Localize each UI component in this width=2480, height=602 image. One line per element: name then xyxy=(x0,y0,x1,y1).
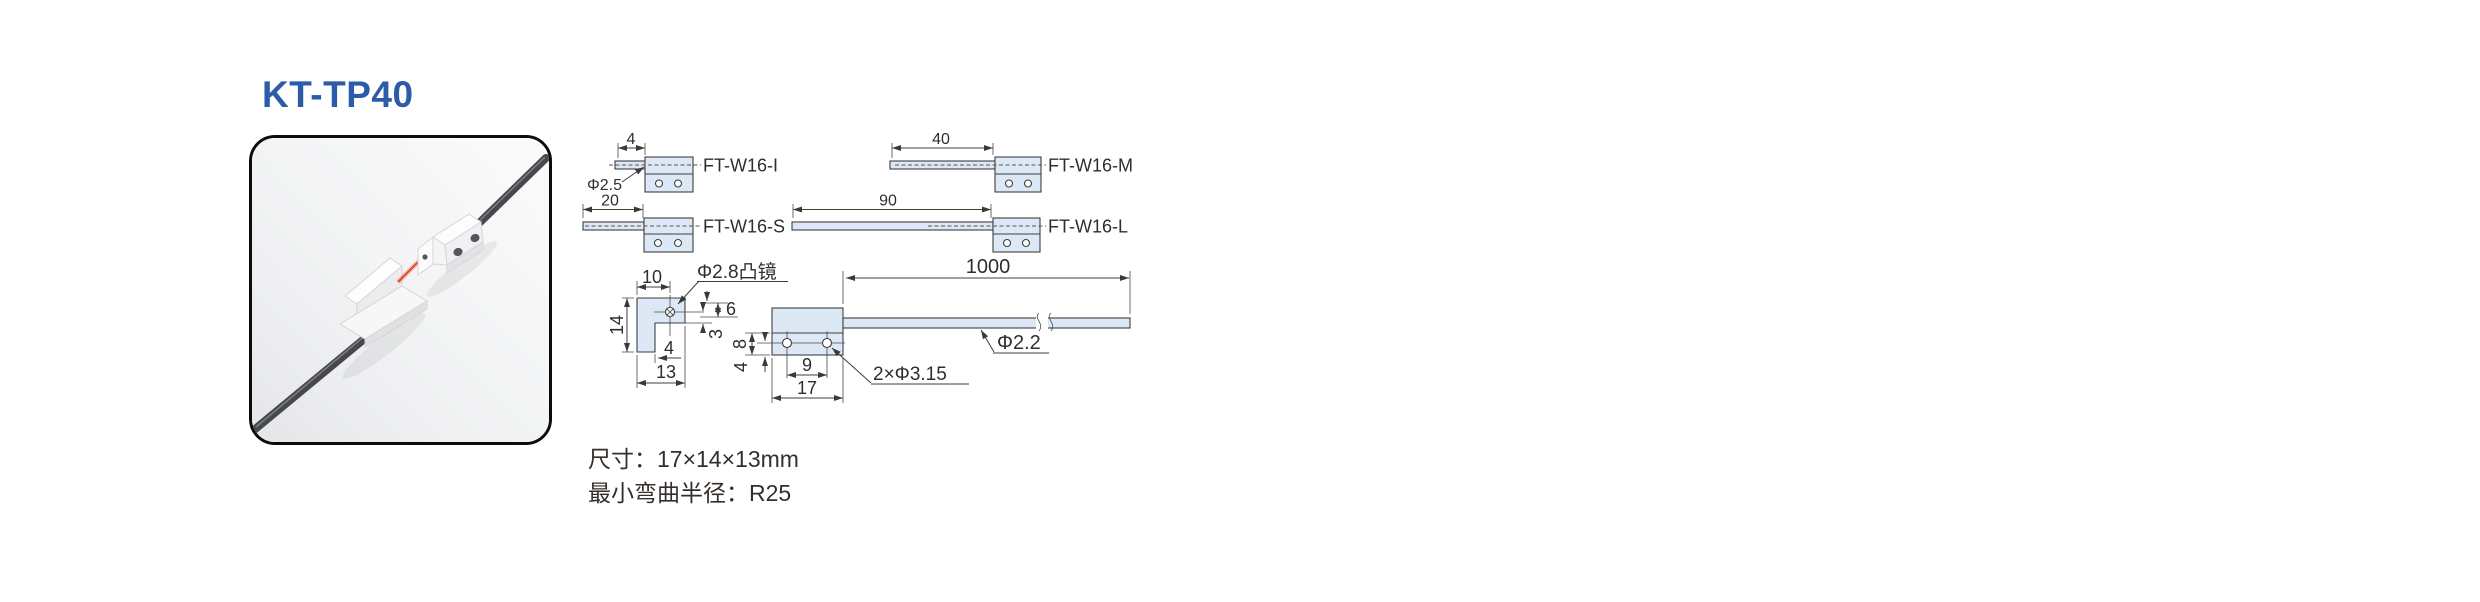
dimension-drawing: 4 FT-W16-I Φ2.5 40 FT-W16-M 20 xyxy=(582,131,1133,403)
dim-tip-l: 90 xyxy=(879,193,897,210)
dim-tip-m: 40 xyxy=(932,131,950,148)
holes-label: 2×Φ3.15 xyxy=(873,364,947,385)
dim-hole-pitch: 9 xyxy=(802,355,812,375)
dim-lens-step: 3 xyxy=(706,329,726,339)
laser-beam xyxy=(396,257,423,284)
variant-label-m: FT-W16-M xyxy=(1048,156,1133,176)
dim-height: 14 xyxy=(607,315,627,335)
variant-ft-w16-m: 40 FT-W16-M xyxy=(889,131,1133,193)
right-bracket-shadow xyxy=(426,241,498,297)
variant-ft-w16-i: 4 FT-W16-I Φ2.5 xyxy=(587,131,778,194)
dim-top-width: 10 xyxy=(642,267,662,287)
dim-tip-i: 4 xyxy=(627,131,636,148)
dim-cable-length: 1000 xyxy=(966,256,1011,278)
fiber-cable-right xyxy=(468,154,549,234)
left-bracket-shadow xyxy=(342,313,426,379)
right-bracket xyxy=(417,213,484,276)
lens-label: Φ2.8凸镜 xyxy=(697,261,777,283)
left-bracket xyxy=(339,257,428,348)
variant-label-i: FT-W16-I xyxy=(703,156,778,176)
product-photo-render xyxy=(252,138,549,442)
dim-foot-width: 4 xyxy=(664,338,674,358)
spec-min-bend-radius: 最小弯曲半径：R25 xyxy=(588,480,792,506)
cable-drawing: 1000 Φ2.2 xyxy=(842,256,1131,354)
tip-diameter-note: Φ2.5 xyxy=(587,177,622,194)
dim-width: 17 xyxy=(797,378,817,398)
variant-label-l: FT-W16-L xyxy=(1048,217,1128,237)
mount-hole-1 xyxy=(453,247,463,257)
variant-label-s: FT-W16-S xyxy=(703,217,785,237)
dim-lens-depth: 6 xyxy=(726,299,736,319)
spec-size: 尺寸：17×14×13mm xyxy=(588,446,799,472)
side-view: Φ2.8凸镜 10 14 6 3 4 13 xyxy=(607,261,788,388)
dim-tip-s: 20 xyxy=(601,193,619,210)
spec-text: 尺寸：17×14×13mm 最小弯曲半径：R25 xyxy=(588,442,799,510)
cable-diameter-label: Φ2.2 xyxy=(997,332,1041,354)
front-view: 8 4 9 17 2×Φ3.15 xyxy=(730,307,969,403)
page-title: KT-TP40 xyxy=(262,74,414,115)
mount-hole-2 xyxy=(470,233,480,243)
variant-ft-w16-l: 90 FT-W16-L xyxy=(791,193,1128,253)
fiber-cable-left xyxy=(252,331,373,434)
dim-hole-offset: 4 xyxy=(731,362,751,372)
dim-bottom-width: 13 xyxy=(656,362,676,382)
dim-lower-height: 8 xyxy=(730,339,750,349)
variant-ft-w16-s: 20 FT-W16-S xyxy=(582,193,785,253)
product-photo xyxy=(249,135,552,445)
lens-hole xyxy=(422,254,428,260)
